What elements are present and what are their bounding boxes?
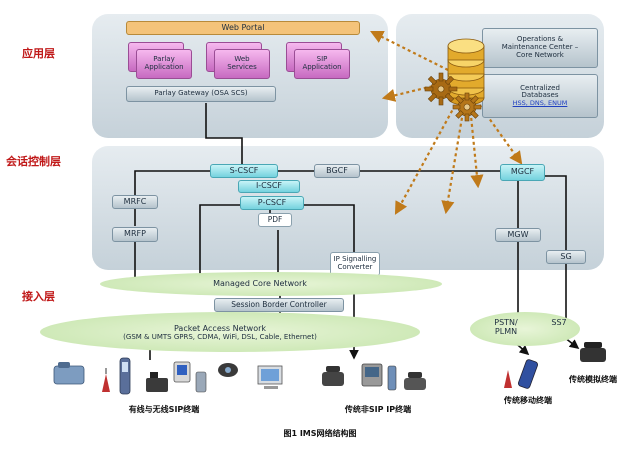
mrfp: MRFP bbox=[112, 227, 158, 242]
centralized-databases-sublabel: HSS, DNS, ENUM bbox=[512, 99, 568, 108]
layer-label-application: 应用层 bbox=[22, 47, 55, 60]
mobile-phone-icon bbox=[119, 357, 131, 395]
packet-access-network-cloud bbox=[40, 312, 420, 352]
managed-core-network-cloud bbox=[100, 272, 442, 296]
centralized-databases-label: Centralized Databases bbox=[520, 83, 560, 100]
mgcf: MGCF bbox=[500, 164, 545, 181]
handset-icon bbox=[195, 371, 207, 393]
sg: SG bbox=[546, 250, 586, 264]
i-cscf: I-CSCF bbox=[238, 180, 300, 193]
packet-access-network-label: Packet Access Network (GSM & UMTS GPRS, … bbox=[70, 320, 370, 346]
p-cscf: P-CSCF bbox=[240, 196, 304, 210]
pda-icon bbox=[173, 361, 191, 383]
telephone-icon bbox=[404, 372, 426, 390]
web-portal: Web Portal bbox=[126, 21, 360, 35]
s-cscf: S-CSCF bbox=[210, 164, 278, 178]
parlay-application: Parlay Application bbox=[136, 49, 192, 79]
label-mobile-terminals: 传统移动终端 bbox=[504, 396, 552, 405]
pstn-plmn-label: PSTN/ PLMN bbox=[494, 318, 518, 336]
webcam-icon bbox=[218, 363, 238, 377]
videophone-icon bbox=[361, 363, 383, 387]
pdf: PDF bbox=[258, 213, 292, 227]
session-border-controller: Session Border Controller bbox=[214, 298, 344, 312]
antenna-icon bbox=[102, 368, 110, 392]
desk-phone-icon bbox=[146, 372, 168, 392]
mrfc: MRFC bbox=[112, 195, 158, 209]
bgcf: BGCF bbox=[314, 164, 360, 178]
packet-access-network-title: Packet Access Network bbox=[173, 323, 267, 333]
database-stack-icon bbox=[447, 38, 485, 106]
ops-maintenance-center: Operations & Maintenance Center – Core N… bbox=[482, 28, 598, 68]
sip-application: SIP Application bbox=[294, 49, 350, 79]
label-sip-terminals: 有线与无线SIP终端 bbox=[128, 405, 200, 414]
figure-caption: 图1 IMS网络结构图 bbox=[283, 429, 357, 438]
layer-label-access: 接入层 bbox=[22, 290, 55, 303]
web-services: Web Services bbox=[214, 49, 270, 79]
analog-phone-icon bbox=[580, 342, 606, 362]
mgw: MGW bbox=[495, 228, 541, 242]
antenna-icon bbox=[504, 370, 512, 388]
pstn-plmn-cloud bbox=[470, 312, 580, 346]
gear-icon bbox=[424, 72, 458, 106]
pc-icon bbox=[257, 365, 283, 389]
gear-icon bbox=[452, 92, 482, 122]
packet-access-network-types: (GSM & UMTS GPRS, CDMA, WiFi, DSL, Cable… bbox=[123, 332, 317, 341]
label-analog-terminals: 传统模拟终端 bbox=[569, 375, 617, 384]
label-non-sip-terminals: 传统非SIP IP终端 bbox=[344, 405, 412, 414]
layer-label-session-control: 会话控制层 bbox=[6, 155, 61, 168]
centralized-databases-box: Centralized Databases HSS, DNS, ENUM bbox=[482, 74, 598, 118]
managed-core-network-label: Managed Core Network bbox=[213, 278, 307, 288]
ss7-label: SS7 bbox=[551, 317, 567, 327]
cordless-phone-icon bbox=[387, 365, 397, 391]
telephone-icon bbox=[322, 366, 344, 386]
ip-phone-icon bbox=[53, 362, 85, 385]
parlay-gateway: Parlay Gateway (OSA SCS) bbox=[126, 86, 276, 102]
mobile-phone-icon bbox=[518, 359, 538, 389]
